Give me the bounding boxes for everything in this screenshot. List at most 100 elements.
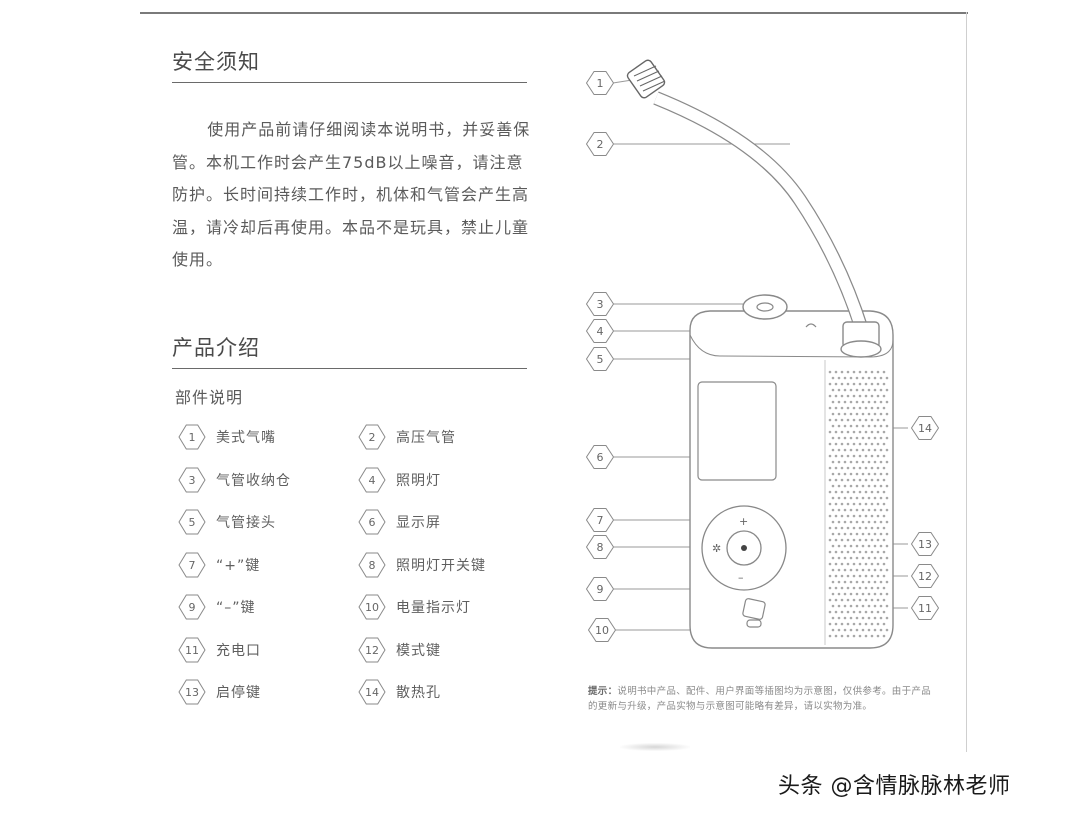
vent-hole [855, 484, 859, 488]
vent-hole [885, 628, 889, 632]
vent-hole [873, 604, 877, 608]
vent-hole [837, 532, 841, 536]
vent-hole [852, 598, 856, 602]
vent-hole [840, 562, 844, 566]
vent-hole [861, 544, 865, 548]
vent-hole [837, 616, 841, 620]
vent-hole [873, 460, 877, 464]
vent-hole [870, 562, 874, 566]
vent-hole [885, 616, 889, 620]
vent-hole [867, 424, 871, 428]
vent-hole [858, 514, 862, 518]
vent-hole [834, 634, 838, 638]
vent-hole [882, 490, 886, 494]
vent-hole [840, 454, 844, 458]
light-key-icon: ✲ [712, 542, 721, 555]
callout-number: 14 [918, 422, 932, 435]
vent-hole [885, 580, 889, 584]
callout-badge: 3 [585, 292, 615, 316]
vent-hole [879, 484, 883, 488]
vent-hole [849, 592, 853, 596]
vent-hole [831, 472, 835, 476]
vent-hole [870, 574, 874, 578]
vent-hole [867, 448, 871, 452]
part-label: 照明灯 [396, 472, 441, 489]
vent-hole [840, 622, 844, 626]
vent-hole [855, 604, 859, 608]
vent-hole [846, 490, 850, 494]
vent-hole [873, 436, 877, 440]
vent-hole [852, 478, 856, 482]
vent-hole [864, 430, 868, 434]
vent-hole [834, 502, 838, 506]
vent-hole [846, 454, 850, 458]
vent-hole [834, 430, 838, 434]
callout-badge: 12 [910, 564, 940, 588]
vent-hole [876, 526, 880, 530]
vent-hole [852, 526, 856, 530]
vent-hole [846, 442, 850, 446]
part-number: 1 [189, 431, 196, 444]
vent-hole [849, 532, 853, 536]
vent-hole [855, 520, 859, 524]
vent-hole [831, 412, 835, 416]
vent-hole [861, 496, 865, 500]
valve-nozzle [626, 59, 666, 99]
vent-hole [873, 400, 877, 404]
vent-hole [858, 622, 862, 626]
part-number-badge: 10 [358, 593, 386, 621]
vent-hole [837, 544, 841, 548]
vent-hole [882, 634, 886, 638]
vent-hole [867, 592, 871, 596]
vent-hole [879, 472, 883, 476]
vent-hole [858, 454, 862, 458]
vent-hole [870, 454, 874, 458]
vent-hole [876, 598, 880, 602]
vent-hole [879, 544, 883, 548]
vent-hole [837, 508, 841, 512]
vent-hole [858, 574, 862, 578]
vent-hole [852, 418, 856, 422]
vent-hole [849, 544, 853, 548]
vent-hole [849, 400, 853, 404]
page-right-edge [966, 12, 967, 752]
vent-hole [882, 514, 886, 518]
part-item: 7“+”键 [178, 550, 260, 580]
vent-hole [867, 628, 871, 632]
vent-hole [885, 412, 889, 416]
vent-hole [843, 508, 847, 512]
vent-hole [876, 586, 880, 590]
vent-hole [846, 382, 850, 386]
vent-hole [837, 376, 841, 380]
vent-hole [849, 460, 853, 464]
vent-hole [840, 466, 844, 470]
vent-hole [855, 508, 859, 512]
vent-hole [867, 544, 871, 548]
vent-hole [840, 418, 844, 422]
vent-hole [852, 574, 856, 578]
vent-hole [885, 568, 889, 572]
vent-hole [837, 580, 841, 584]
vent-hole [849, 496, 853, 500]
vent-hole [864, 562, 868, 566]
vent-hole [858, 382, 862, 386]
callout-badge: 7 [585, 508, 615, 532]
vent-hole [855, 388, 859, 392]
vent-hole [846, 394, 850, 398]
vent-hole [840, 574, 844, 578]
vent-hole [864, 490, 868, 494]
vent-hole [855, 460, 859, 464]
vent-hole [840, 382, 844, 386]
part-label: 显示屏 [396, 515, 441, 531]
callout-number: 3 [597, 298, 604, 311]
vent-hole [876, 574, 880, 578]
vent-hole [834, 490, 838, 494]
vent-hole [828, 586, 832, 590]
vent-hole [858, 586, 862, 590]
vent-hole [837, 628, 841, 632]
